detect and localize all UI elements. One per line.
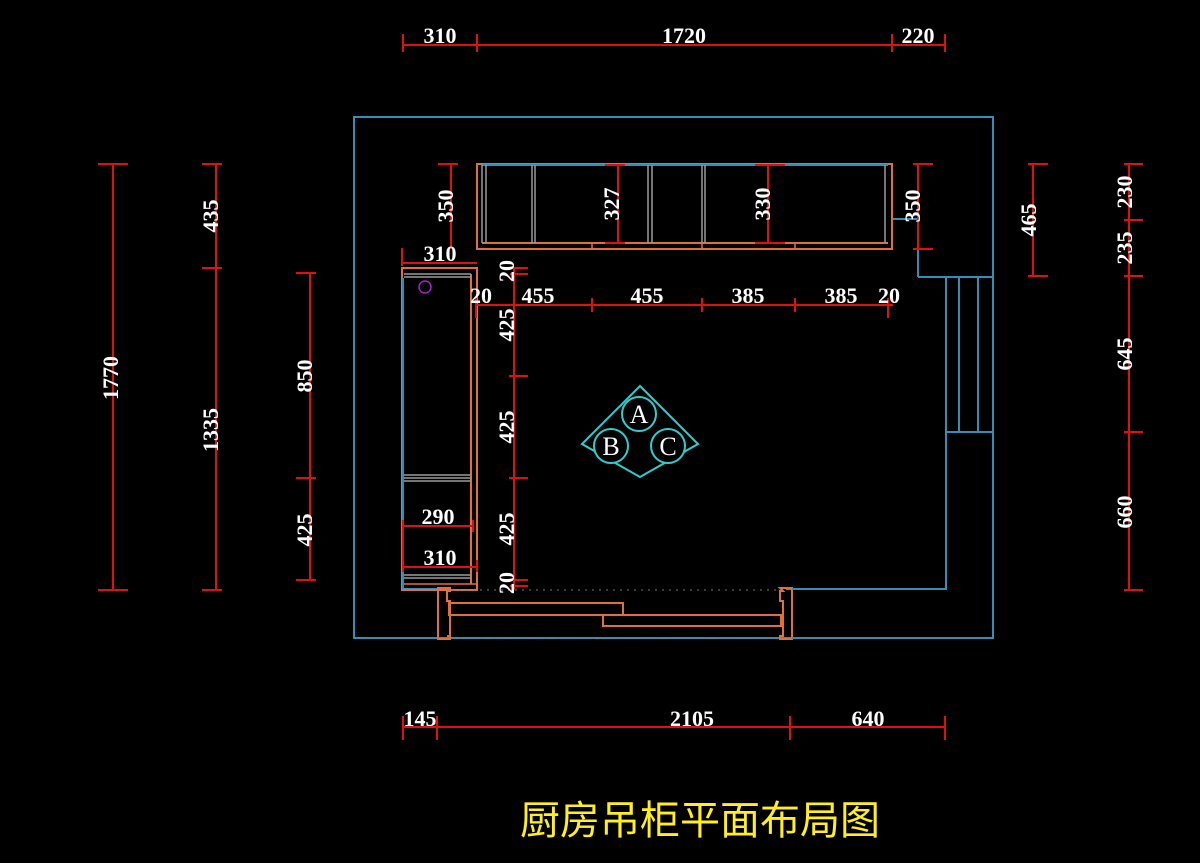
- abc-circle-a: [621, 396, 657, 432]
- dim-right-chain-2: 235: [1112, 232, 1137, 265]
- dim-side-top: 310: [424, 241, 457, 266]
- dim-left-overall: 1770: [98, 356, 123, 400]
- upper-cabinet-base-ticks: [591, 243, 796, 249]
- upper-cabinet-door-dividers: [481, 165, 886, 243]
- dim-hchain-5: 385: [825, 283, 858, 308]
- abc-label-c: C: [659, 432, 676, 461]
- abc-label-a: A: [630, 400, 649, 429]
- outlet-marker-icon: [418, 280, 432, 294]
- upper-cabinet-run: [476, 163, 893, 250]
- abc-circle-c: [650, 428, 686, 464]
- dim-side-bottom-1: 290: [422, 504, 455, 529]
- dim-vchain-3: 425: [494, 411, 519, 444]
- inner-wall-right: [786, 432, 947, 590]
- dim-vchain-1: 20: [494, 260, 519, 282]
- abc-marker-diamond: [580, 384, 700, 479]
- dim-upper-depth-right: 350: [900, 190, 925, 223]
- dim-bottom-2: 2105: [670, 706, 714, 731]
- dim-bottom-1: 145: [404, 706, 437, 731]
- inner-wall: [401, 271, 440, 590]
- dim-right-chain-3: 645: [1112, 338, 1137, 371]
- dim-right-short: 465: [1016, 204, 1041, 237]
- door-jamb-right: [777, 587, 793, 640]
- drawing-title: 厨房吊柜平面布局图: [520, 798, 880, 844]
- dim-right-chain-1: 230: [1112, 176, 1137, 209]
- dim-hchain-3: 455: [631, 283, 664, 308]
- side-cabinet-outline: [401, 267, 478, 591]
- dimension-lines: [98, 34, 1143, 740]
- dim-top-3: 220: [902, 23, 935, 48]
- dim-vchain-5: 20: [494, 572, 519, 594]
- side-cabinet: [401, 267, 478, 591]
- dim-upper-inner-1: 327: [599, 188, 624, 221]
- dim-left-inner-2: 425: [292, 514, 317, 547]
- dim-left-split-2: 1335: [198, 408, 223, 452]
- abc-label-b: B: [602, 432, 619, 461]
- dim-right-chain-4: 660: [1112, 496, 1137, 529]
- dim-upper-inner-2: 330: [750, 188, 775, 221]
- door-jamb-left: [437, 587, 451, 640]
- dim-left-inner-1: 850: [292, 360, 317, 393]
- door-panel-left: [448, 602, 624, 616]
- door-panel-right: [602, 614, 782, 627]
- dim-upper-depth-left: 350: [433, 190, 458, 223]
- dim-hchain-2: 455: [522, 283, 555, 308]
- upper-cabinet-outline: [476, 163, 893, 250]
- dim-hchain-1: 20: [470, 283, 492, 308]
- dim-vchain-4: 425: [494, 513, 519, 546]
- outer-wall: [353, 116, 994, 639]
- abc-circle-b: [593, 428, 629, 464]
- dim-left-split-1: 435: [198, 200, 223, 233]
- dimension-labels: 310 1720 220 145 2105 640 1770 435 1335 …: [98, 23, 1137, 731]
- dim-top-2: 1720: [662, 23, 706, 48]
- sliding-door: [437, 587, 993, 640]
- dim-hchain-4: 385: [732, 283, 765, 308]
- dim-top-1: 310: [424, 23, 457, 48]
- dim-side-bottom-2: 310: [424, 545, 457, 570]
- dim-vchain-2: 425: [494, 309, 519, 342]
- dim-hchain-6: 20: [878, 283, 900, 308]
- dim-bottom-3: 640: [852, 706, 885, 731]
- abc-marker-icon: A B C: [580, 384, 700, 479]
